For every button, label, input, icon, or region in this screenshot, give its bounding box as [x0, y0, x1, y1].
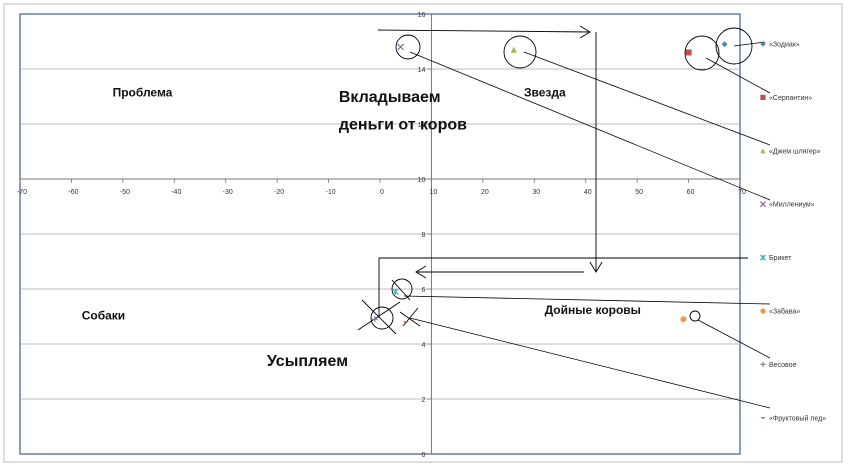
x-tick-label-14: 70: [738, 189, 746, 196]
legend-marker-6: [760, 361, 766, 367]
arrow-zvezda-head: [579, 25, 591, 39]
legend-marker-4: [759, 254, 767, 261]
x-tick-label-8: 10: [430, 189, 438, 196]
y-tick-label-8: 16: [418, 12, 426, 19]
data-point-6: [371, 316, 378, 323]
leader-frukt: [409, 317, 771, 409]
x-tick-label-6: -10: [326, 189, 336, 196]
circle-millenium: [395, 34, 421, 60]
x-tick-label-1: -60: [68, 189, 78, 196]
x-tick-label-10: 30: [532, 189, 540, 196]
y-tick-label-4: 8: [422, 232, 426, 239]
x-tick-label-9: 20: [481, 189, 489, 196]
y-tick-label-1: 2: [422, 397, 426, 404]
arrow-down-head: [589, 261, 603, 273]
leader-serpantin: [705, 57, 771, 94]
quadrant-label-3: Звезда: [524, 86, 566, 100]
legend-marker-5: [760, 308, 766, 314]
x-tick-label-12: 50: [635, 189, 643, 196]
data-point-0: [721, 41, 728, 48]
x-tick-label-11: 40: [584, 189, 592, 196]
quadrant-label-1: Вкладываем: [339, 89, 441, 106]
strike-5: [399, 311, 421, 327]
y-tick-label-7: 14: [418, 67, 426, 74]
x-tick-label-0: -70: [17, 189, 27, 196]
circle-zodiak: [715, 27, 753, 65]
hand-drawn-arrows: [357, 25, 771, 409]
legend-marker-3: [759, 201, 767, 208]
legend-label-7: «Фруктовый лед»: [769, 414, 826, 422]
x-tick-label-2: -50: [120, 189, 130, 196]
quadrant-label-5: Дойные коровы: [545, 303, 641, 317]
strike-3: [391, 279, 411, 301]
leader-zabava: [697, 319, 771, 359]
arrow-zvezda: [377, 29, 591, 33]
x-tick-label-13: 60: [687, 189, 695, 196]
x-tick-label-5: -20: [274, 189, 284, 196]
y-tick-label-0: 0: [422, 452, 426, 459]
data-point-5: [680, 316, 687, 323]
y-tick-label-3: 6: [422, 287, 426, 294]
data-point-4: [392, 288, 399, 296]
leader-dzhem: [523, 51, 771, 146]
leader-millenium: [409, 51, 771, 201]
leader-zodiak: [733, 41, 766, 47]
circle-dzhem: [503, 35, 537, 69]
legend-label-2: «Джем шлягер»: [769, 148, 821, 155]
y-tick-label-6: 12: [418, 122, 426, 129]
legend-label-6: Весовое: [769, 362, 797, 369]
data-point-2: [510, 46, 517, 53]
x-tick-label-4: -30: [223, 189, 233, 196]
legend-label-3: «Миллениум»: [769, 202, 815, 209]
circle-zabava: [689, 310, 701, 322]
bracket-line: [378, 257, 748, 318]
circle-serpantin: [684, 35, 720, 71]
x-tick-label-3: -40: [171, 189, 181, 196]
strike-4: [402, 307, 419, 327]
data-point-1: [685, 49, 692, 56]
quadrant-label-2: деньги от коров: [339, 117, 467, 134]
legend-marker-2: [760, 148, 766, 154]
y-tick-label-2: 4: [422, 342, 426, 349]
legend-label-5: «Забава»: [769, 308, 800, 316]
legend-marker-0: [760, 41, 766, 47]
arrow-cows-head: [415, 265, 427, 279]
circle-vesovoe: [370, 306, 394, 330]
quadrant-label-6: Усыпляем: [267, 353, 348, 370]
quadrant-label-0: Проблема: [113, 86, 173, 100]
legend-marker-1: [760, 94, 766, 100]
legend: «Зодиак» «Серпантин» «Джем шлягер» «Миллени…: [759, 41, 826, 422]
legend-label-0: «Зодиак»: [769, 42, 800, 49]
legend-label-1: «Серпантин»: [769, 95, 812, 102]
leader-briket: [403, 295, 771, 305]
data-point-3: [397, 43, 404, 51]
legend-label-4: Брикет: [769, 255, 792, 262]
y-tick-label-5: 10: [418, 177, 426, 184]
strike-2: [361, 299, 397, 335]
strike-1: [357, 301, 401, 331]
circle-briket: [391, 278, 413, 300]
x-tick-label-7: 0: [380, 189, 384, 196]
quadrant-label-4: Собаки: [82, 308, 125, 322]
